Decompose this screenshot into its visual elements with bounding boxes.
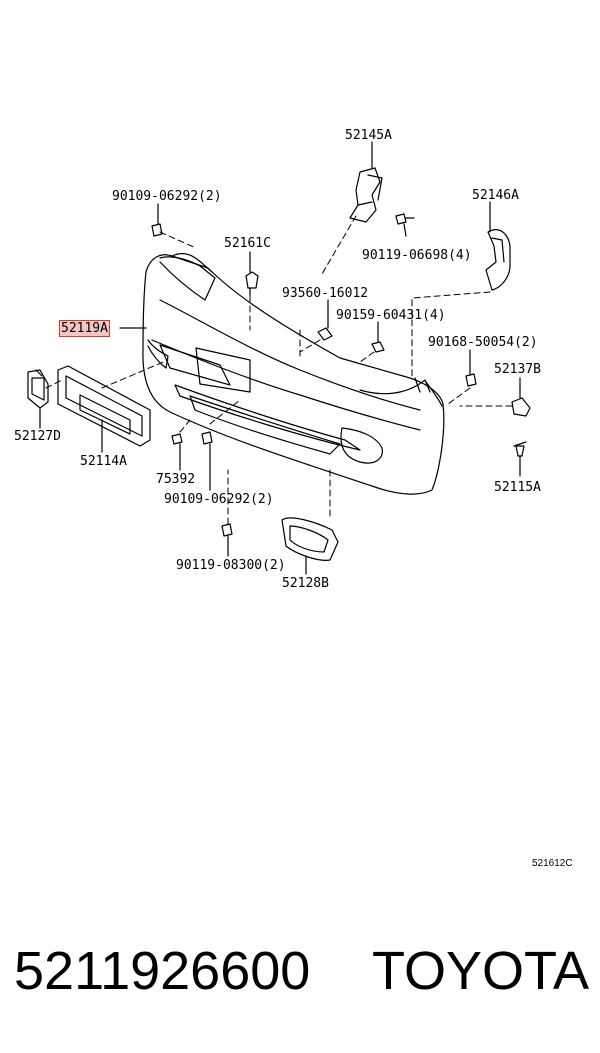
side-grille-52127D xyxy=(27,369,49,409)
callout-52128B: 52128B xyxy=(282,576,329,591)
footer-caption: 5211926600 TOYOTA xyxy=(0,936,600,1006)
callout-52146A: 52146A xyxy=(472,188,519,203)
callout-75392: 75392 xyxy=(156,472,196,487)
callout-90109-06292-lower: 90109-06292(2) xyxy=(164,492,274,507)
plate-bracket-52114A xyxy=(57,365,151,447)
callout-52119A-highlighted[interactable]: 52119A xyxy=(59,320,110,337)
callout-90119-08300: 90119-08300(2) xyxy=(176,558,286,573)
callout-90159-60431: 90159-60431(4) xyxy=(336,308,446,323)
figure-code: 521612C xyxy=(532,858,573,869)
bumper-cover xyxy=(142,253,445,495)
callout-52127D: 52127D xyxy=(14,429,61,444)
bracket-52145A xyxy=(349,167,383,223)
part-number: 5211926600 xyxy=(14,941,311,1001)
callout-52161C: 52161C xyxy=(224,236,271,251)
callout-93560-16012: 93560-16012 xyxy=(282,286,369,301)
bracket-52146A xyxy=(485,229,511,291)
clip-52161C xyxy=(245,271,259,297)
callout-52114A: 52114A xyxy=(80,454,127,469)
callout-52115A: 52115A xyxy=(494,480,541,495)
guide-lines xyxy=(45,215,513,525)
callout-90109-06292-upper: 90109-06292(2) xyxy=(112,189,222,204)
leader-lines xyxy=(39,141,521,575)
fasteners xyxy=(151,213,527,537)
fog-cover-52128B xyxy=(281,517,339,561)
callout-90119-06698: 90119-06698(4) xyxy=(362,248,472,263)
callout-90168-50054: 90168-50054(2) xyxy=(428,335,538,350)
callout-52137B: 52137B xyxy=(494,362,541,377)
brand-name: TOYOTA xyxy=(372,941,590,1001)
bumper-parts-diagram xyxy=(27,141,531,575)
retainer-52137B xyxy=(511,397,531,417)
callout-52145A: 52145A xyxy=(345,128,392,143)
